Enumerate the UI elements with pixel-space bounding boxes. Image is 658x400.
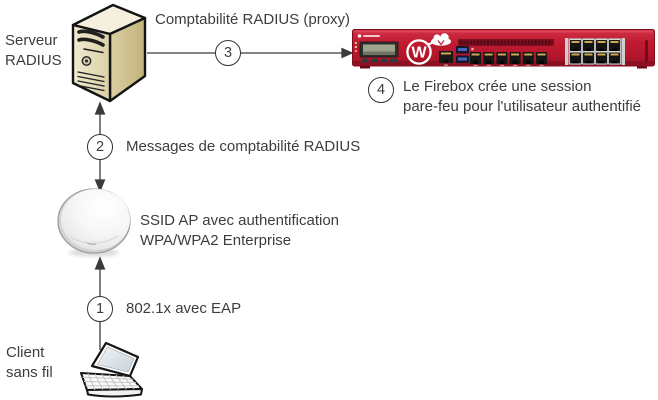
laptop-icon <box>80 341 143 398</box>
step-2-number: 2 <box>95 139 105 155</box>
laptop-screen <box>97 346 135 373</box>
server-front-details <box>77 29 105 92</box>
ap-logo-mark <box>86 242 97 246</box>
radius-server-label: Serveur RADIUS <box>5 32 62 69</box>
access-point-label: SSID AP avec authentification WPA/WPA2 E… <box>140 212 340 249</box>
radius-server-icon <box>71 3 147 103</box>
step-1-badge: 1 <box>87 296 113 322</box>
laptop-front-edge <box>86 388 143 398</box>
firebox-appliance-icon: W <box>352 29 655 69</box>
arrow-server-firebox <box>147 47 354 59</box>
step-1-number: 1 <box>95 301 105 317</box>
step-3-number: 3 <box>223 45 233 61</box>
firebox-brand-letter: W <box>411 45 427 62</box>
firebox-brand-plate <box>357 34 380 38</box>
wireless-client-label: Client sans fil <box>6 344 53 381</box>
firebox-dual-port-bank <box>565 38 625 65</box>
step-4-label: Le Firebox crée une session pare-feu pou… <box>403 78 642 115</box>
firebox-buttons <box>361 58 397 63</box>
server-side-face <box>108 16 147 103</box>
laptop-keys <box>82 373 139 391</box>
firebox-w-logo: W <box>406 39 432 65</box>
step-2-label: Messages de comptabilité RADIUS <box>126 138 361 155</box>
firebox-flame-logo <box>425 33 451 46</box>
step-4-badge: 4 <box>368 77 394 103</box>
wireless-ap-icon <box>57 188 131 257</box>
firebox-status-leds <box>354 41 357 53</box>
step-3-badge: 3 <box>215 40 241 66</box>
firebox-ethernet-ports <box>470 52 547 66</box>
step-3-label: Comptabilité RADIUS (proxy) <box>155 11 351 28</box>
firebox-lcd <box>359 41 399 58</box>
firebox-vent-strip <box>458 39 554 46</box>
firebox-mgmt-port <box>439 51 453 66</box>
step-2-badge: 2 <box>87 134 113 160</box>
firebox-right-vent <box>645 40 648 62</box>
step-1-label: 802.1x avec EAP <box>126 300 242 317</box>
firebox-usb-ports <box>456 46 474 63</box>
step-4-number: 4 <box>376 82 386 98</box>
